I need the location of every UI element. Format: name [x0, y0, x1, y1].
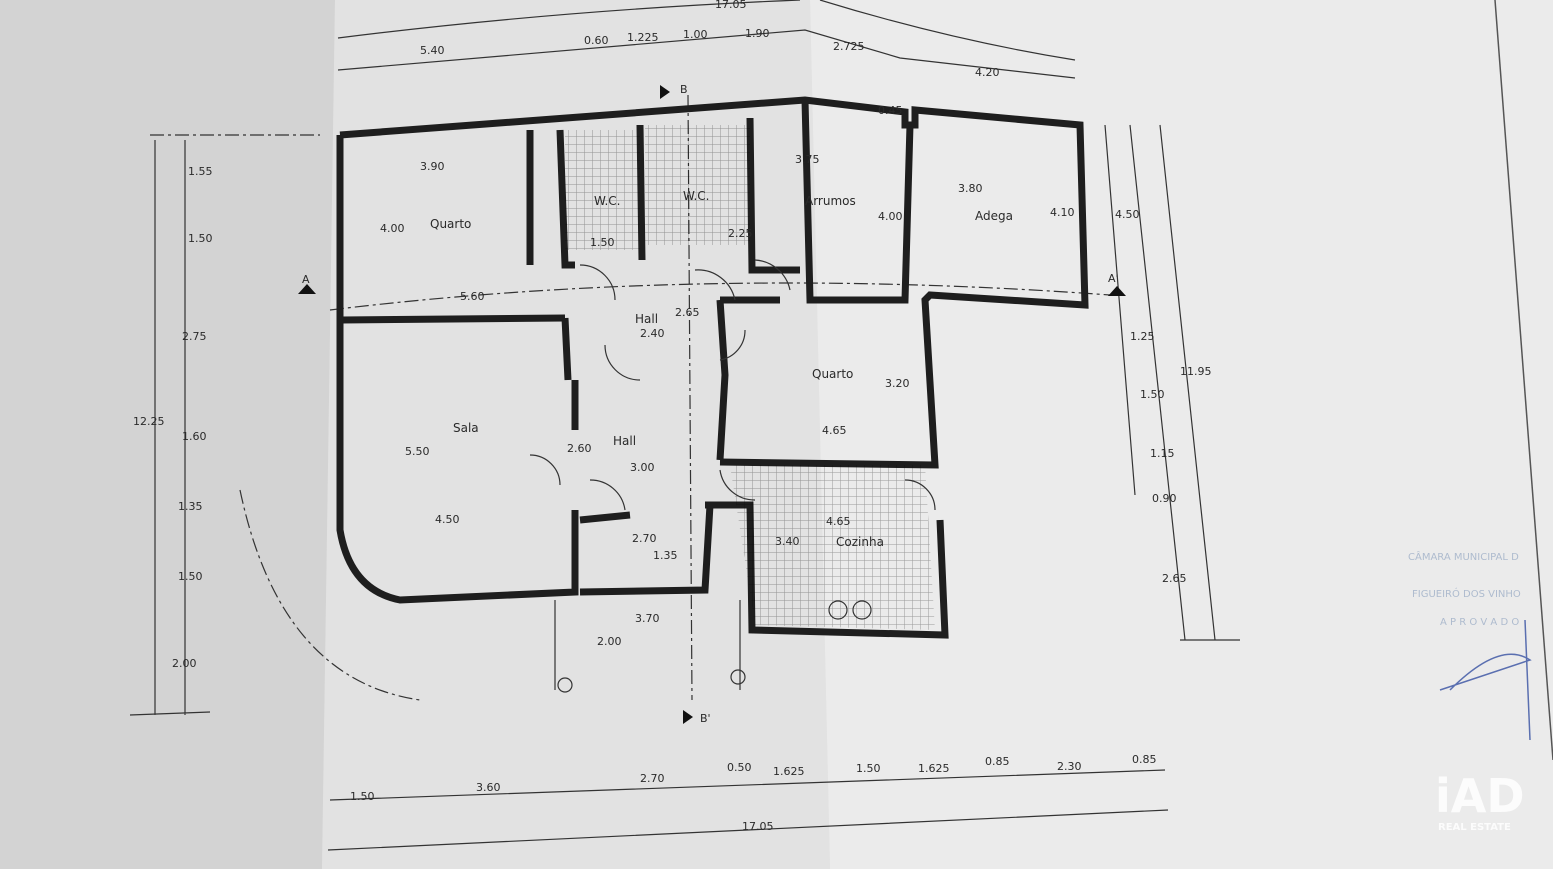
dimension-label: 1.50 — [350, 790, 375, 803]
dimension-label: 1.60 — [182, 430, 207, 443]
dimension-label: 1.35 — [178, 500, 203, 513]
room-label: W.C. — [594, 194, 621, 208]
dimension-label: 3.00 — [630, 461, 655, 474]
dimension-label: 12.25 — [133, 415, 165, 428]
wet-area-tiles — [565, 125, 935, 630]
doors — [529, 259, 936, 693]
dimension-label: 4.50 — [1115, 208, 1140, 221]
room-label: Cozinha — [836, 535, 884, 549]
section-marker-icons — [298, 85, 1126, 724]
walls — [336, 96, 1089, 639]
dimension-label: 1.50 — [188, 232, 213, 245]
dimension-label: 4.00 — [878, 210, 903, 223]
dimension-label: 3.60 — [476, 781, 501, 794]
dimension-label: 5.50 — [405, 445, 430, 458]
dimension-label: 0.85 — [985, 755, 1010, 768]
dimension-label: 2.70 — [640, 772, 665, 785]
room-label: Sala — [453, 421, 479, 435]
room-label: Adega — [975, 209, 1013, 223]
room-label: Quarto — [812, 367, 853, 381]
dimension-label: 3.40 — [775, 535, 800, 548]
dimension-label: 2.25 — [728, 227, 753, 240]
iad-tagline: REAL ESTATE — [1438, 822, 1511, 833]
iad-watermark: iAD REAL ESTATE — [1435, 769, 1525, 833]
section-marker-label: A' — [1108, 272, 1119, 285]
dimension-label: 1.00 — [683, 28, 708, 41]
dimension-label: 2.00 — [597, 635, 622, 648]
section-marker-label: B — [680, 83, 688, 96]
room-label: Hall — [613, 434, 636, 448]
dimension-label: 4.10 — [1050, 206, 1075, 219]
room-label: Arrumos — [805, 194, 856, 208]
room-label: W.C. — [683, 189, 710, 203]
dimension-label: 1.25 — [1130, 330, 1155, 343]
dimension-label: 1.55 — [188, 165, 213, 178]
dimension-label: 0.85 — [1132, 753, 1157, 766]
dimension-label: 3.70 — [635, 612, 660, 625]
dimension-label: 3.80 — [958, 182, 983, 195]
dimension-label: 1.625 — [918, 762, 950, 775]
dimension-label: 1.50 — [856, 762, 881, 775]
room-label: Hall — [635, 312, 658, 326]
dimension-label: 11.95 — [1180, 365, 1212, 378]
dimension-label: 1.225 — [627, 31, 659, 44]
dimension-label: 1.50 — [178, 570, 203, 583]
dimension-label: 2.65 — [1162, 572, 1187, 585]
dimension-label: 5.40 — [420, 44, 445, 57]
paper-left-panel — [0, 0, 335, 869]
dimension-label: 2.65 — [675, 306, 700, 319]
dimension-label: 1.90 — [745, 27, 770, 40]
dimension-label: 2.70 — [632, 532, 657, 545]
section-marker-label: B' — [700, 712, 711, 725]
dimension-label: 1.35 — [653, 549, 678, 562]
dimension-label: 3.20 — [885, 377, 910, 390]
dimension-label: 5.60 — [460, 290, 485, 303]
stamp-line-3: A P R O V A D O — [1440, 617, 1519, 628]
dimension-label: 0.45 — [878, 104, 903, 117]
dimension-label: 17.05 — [742, 820, 774, 833]
dimension-label: 0.50 — [727, 761, 752, 774]
dimension-label: 2.30 — [1057, 760, 1082, 773]
dimension-label: 1.50 — [590, 236, 615, 249]
paper-edge — [1494, 0, 1553, 761]
dimension-label: 4.65 — [822, 424, 847, 437]
dimension-label: 0.60 — [584, 34, 609, 47]
dimension-label: 17.05 — [715, 0, 747, 11]
dimension-lines — [129, 0, 1240, 851]
dimension-label: 4.50 — [435, 513, 460, 526]
approval-stamp: CÂMARA MUNICIPAL D FIGUEIRÓ DOS VINHO A … — [1408, 550, 1532, 741]
dimension-label: 1.15 — [1150, 447, 1175, 460]
stamp-line-1: CÂMARA MUNICIPAL D — [1408, 550, 1519, 563]
dimension-label: 4.65 — [826, 515, 851, 528]
paper-right-panel — [810, 0, 1553, 869]
stamp-line-2: FIGUEIRÓ DOS VINHO — [1412, 587, 1521, 600]
iad-logo: iAD — [1435, 769, 1525, 823]
dimension-label: 1.625 — [773, 765, 805, 778]
dimension-label: 4.00 — [380, 222, 405, 235]
dimension-label: 2.00 — [172, 657, 197, 670]
dimension-label: 1.50 — [1140, 388, 1165, 401]
dimension-label: 0.90 — [1152, 492, 1177, 505]
dimension-label: 2.75 — [182, 330, 207, 343]
dimension-label: 2.725 — [833, 40, 865, 53]
dimension-label: 3.75 — [795, 153, 820, 166]
dimension-label: 2.40 — [640, 327, 665, 340]
section-marker-label: A — [302, 273, 310, 286]
signature — [1439, 619, 1532, 741]
room-label: Quarto — [430, 217, 471, 231]
dimension-label: 4.20 — [975, 66, 1000, 79]
dimension-label: 3.90 — [420, 160, 445, 173]
dimension-label: 2.60 — [567, 442, 592, 455]
